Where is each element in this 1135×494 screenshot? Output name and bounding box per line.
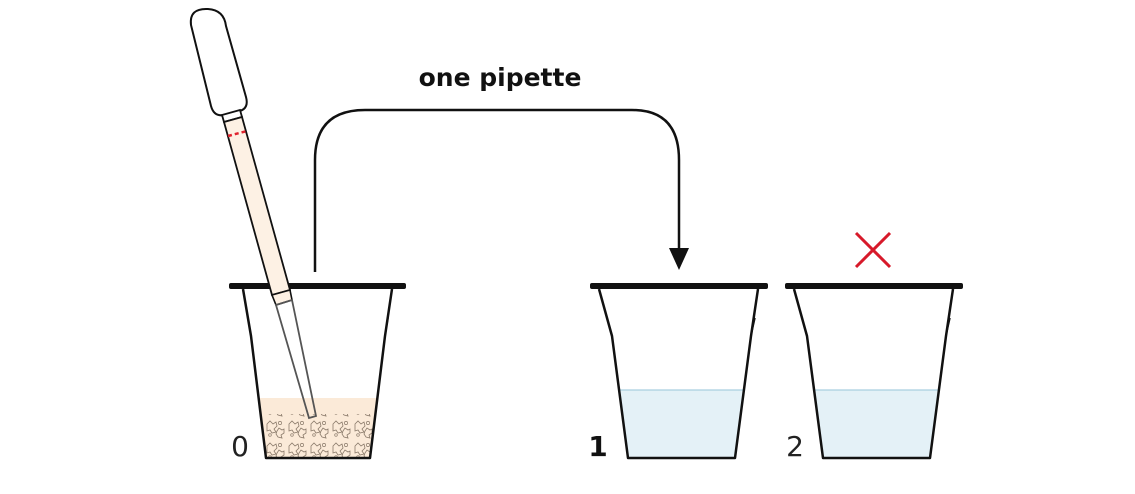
pipette-fill-mark [227,129,248,138]
cup-2-rim [785,283,963,289]
pipette-icon [189,7,318,420]
diagram-title: one pipette [419,63,582,92]
cup-1: 1 [588,283,768,463]
cup-0-rim [229,283,406,289]
cup-1-rim [590,283,768,289]
cup-2: 2 [785,283,963,463]
cup-0: 0 [229,283,406,463]
cup-2-number: 2 [786,430,804,463]
curved-arrow-icon [313,108,689,272]
cup-0-number: 0 [231,430,249,463]
cup-1-number: 1 [588,430,607,463]
sediment-layer [243,414,392,458]
red-cross-icon [854,231,892,269]
